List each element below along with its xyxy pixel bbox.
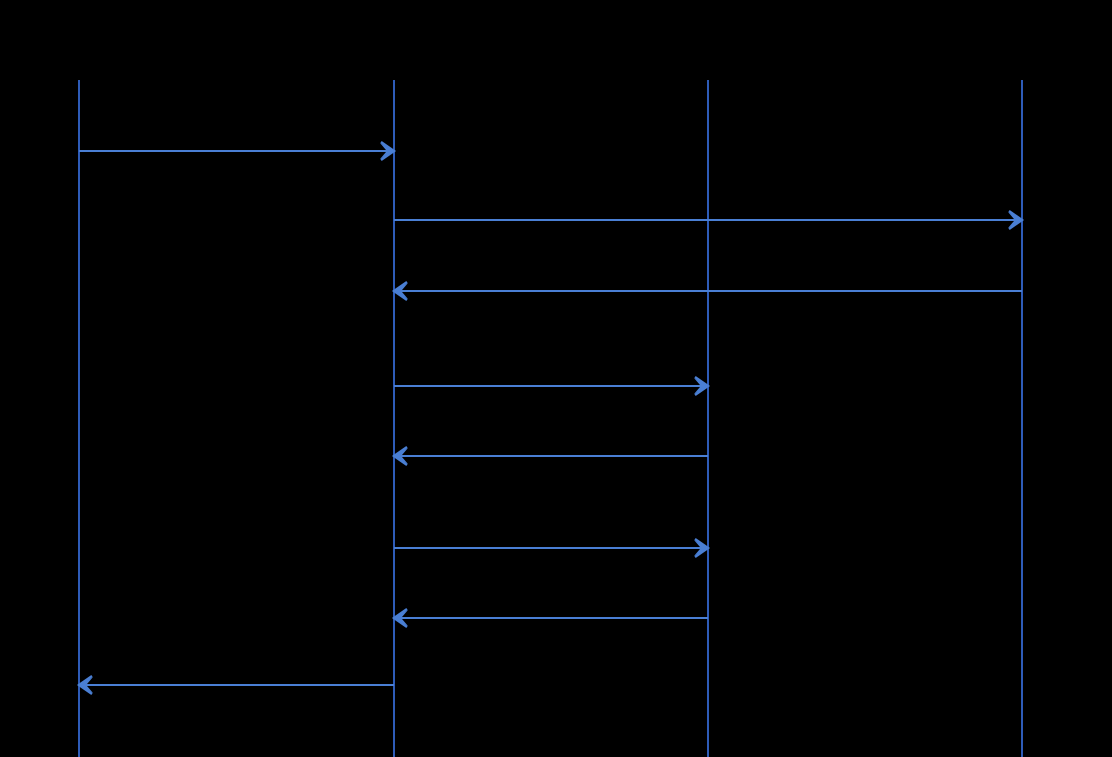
message-arrowhead-fill-7 <box>394 610 408 626</box>
message-arrowhead-fill-5 <box>394 448 408 464</box>
message-arrowhead-fill-3 <box>394 283 408 299</box>
lifelines-group <box>78 80 1023 757</box>
message-arrowhead-fill-6 <box>694 540 708 556</box>
message-arrowhead-fill-4 <box>694 378 708 394</box>
message-8[interactable] <box>76 675 394 695</box>
message-2[interactable] <box>394 210 1025 230</box>
messages-group <box>76 141 1025 695</box>
message-arrowhead-fill-2 <box>1008 212 1022 228</box>
message-arrowhead-fill-8 <box>79 677 93 693</box>
message-5[interactable] <box>391 446 708 466</box>
message-7[interactable] <box>391 608 708 628</box>
message-1[interactable] <box>79 141 397 161</box>
message-4[interactable] <box>394 376 711 396</box>
message-arrowhead-fill-1 <box>380 143 394 159</box>
message-3[interactable] <box>391 281 1022 301</box>
message-6[interactable] <box>394 538 711 558</box>
